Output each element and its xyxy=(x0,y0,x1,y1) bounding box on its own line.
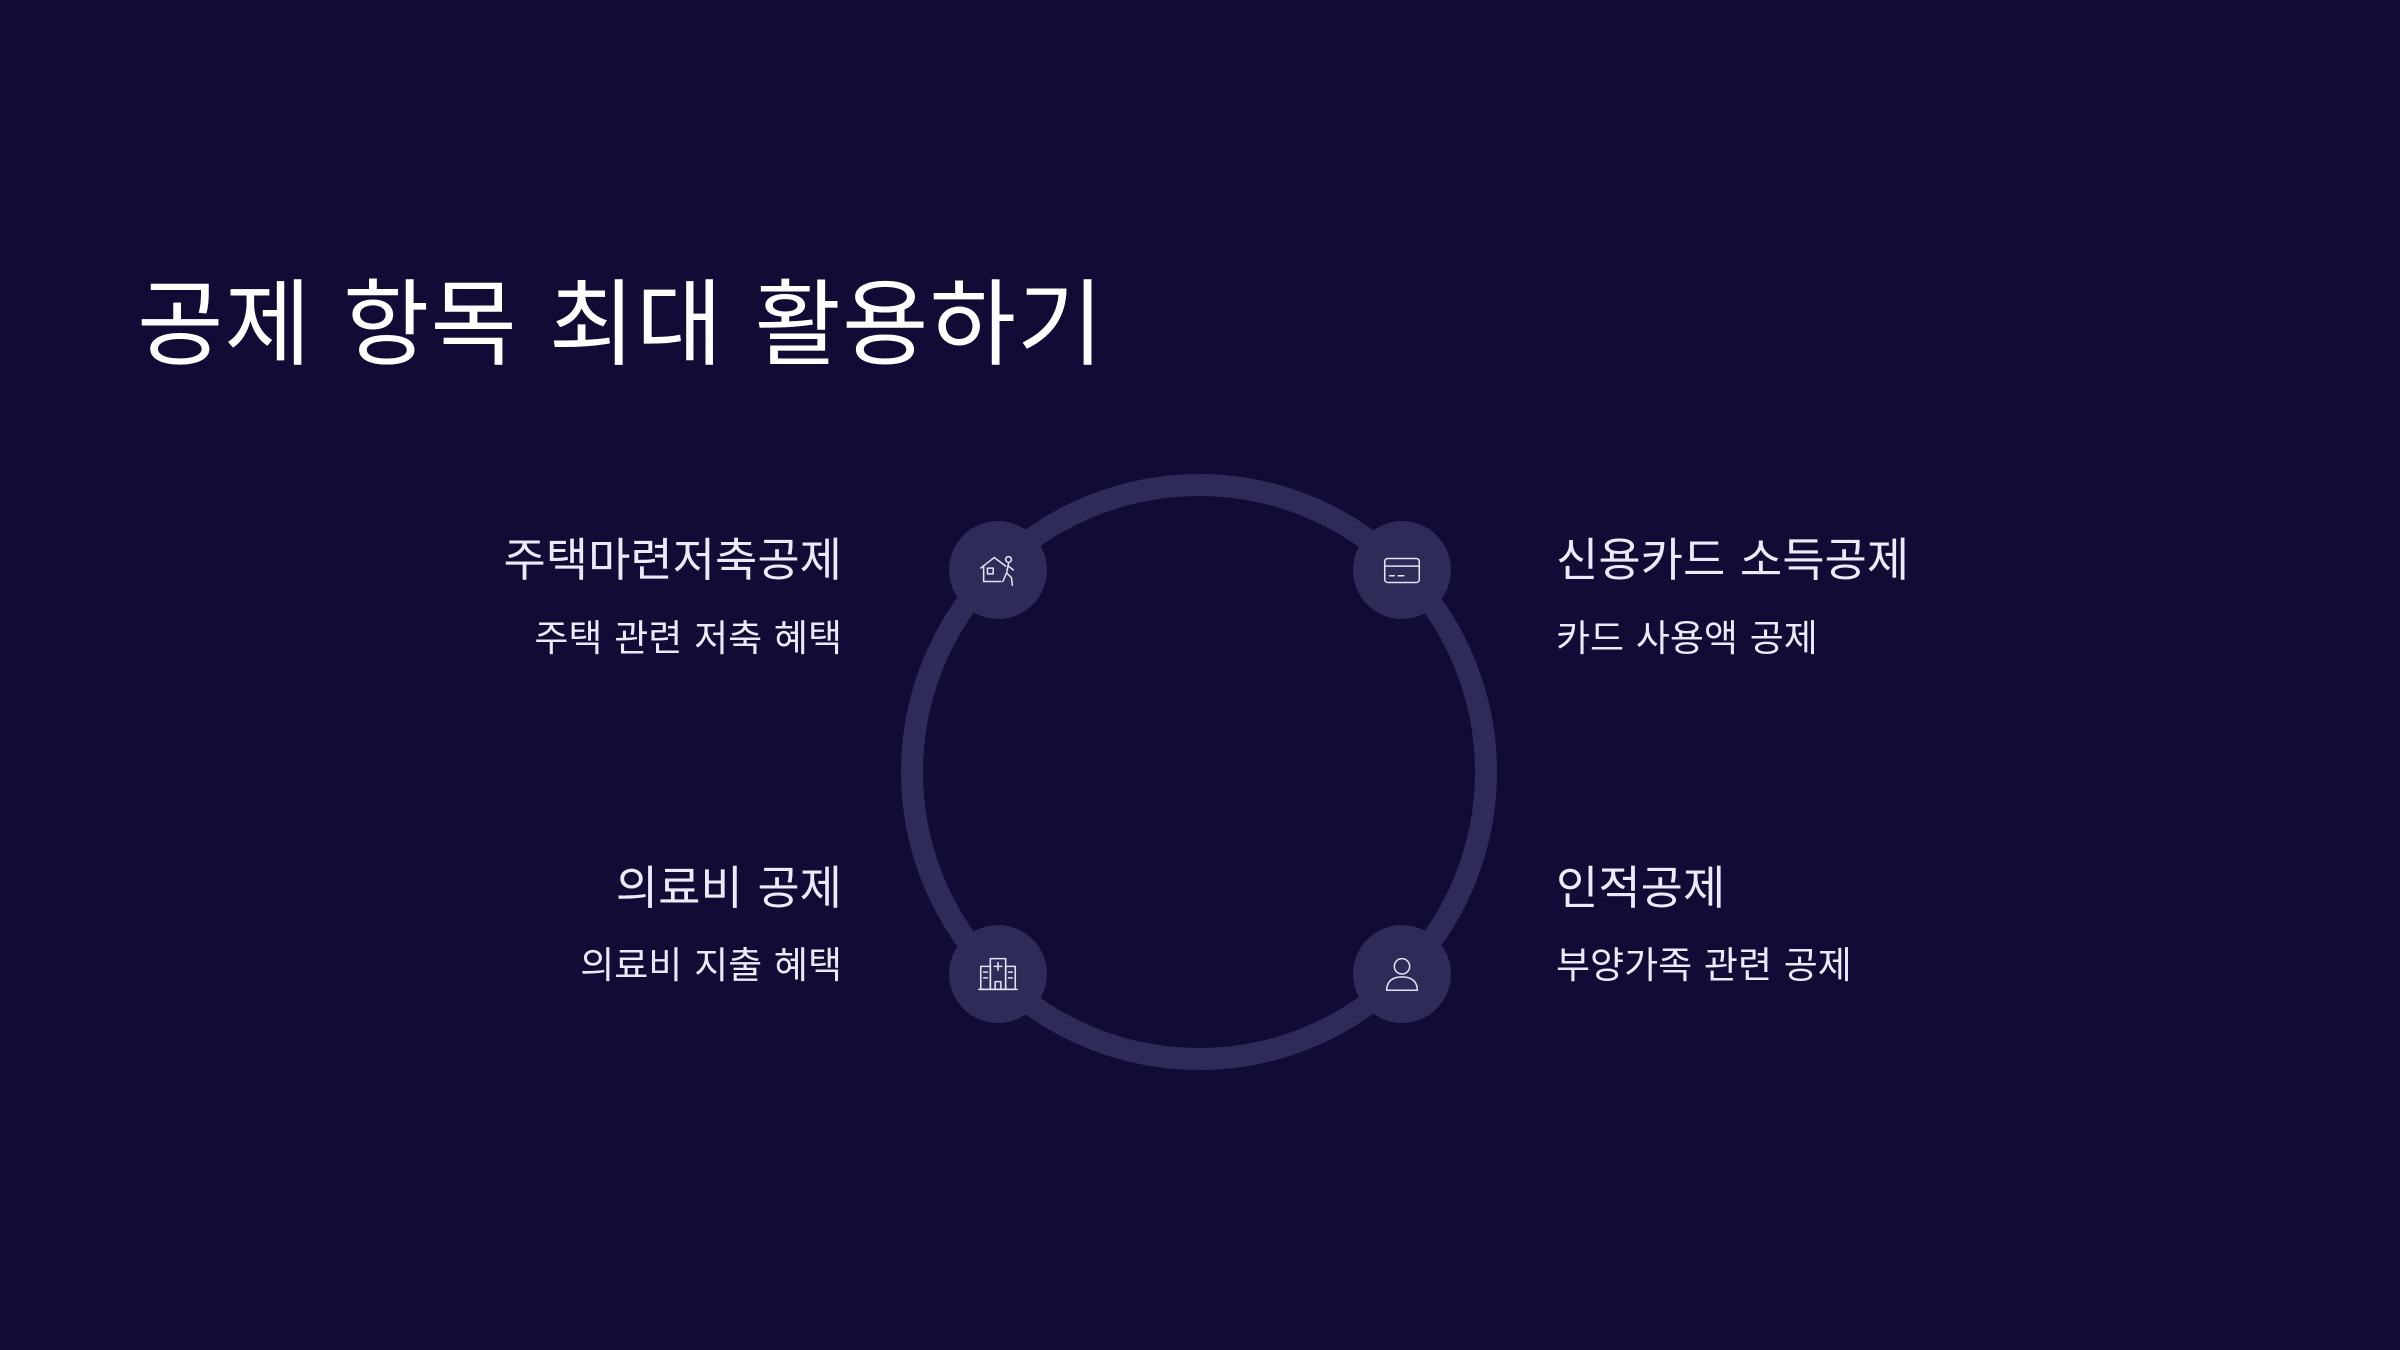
user-icon xyxy=(1353,925,1451,1023)
item-title-credit-card: 신용카드 소득공제 xyxy=(1556,533,1910,587)
item-title-medical: 의료비 공제 xyxy=(615,861,842,915)
item-title-housing: 주택마련저축공제 xyxy=(503,533,842,587)
item-desc-housing: 주택 관련 저축 혜택 xyxy=(534,617,842,660)
item-title-personal: 인적공제 xyxy=(1556,861,1726,915)
item-desc-medical: 의료비 지출 혜택 xyxy=(580,944,842,987)
credit-card-icon xyxy=(1353,521,1451,619)
hospital-icon xyxy=(949,925,1047,1023)
house-person-icon xyxy=(949,521,1047,619)
item-desc-personal: 부양가족 관련 공제 xyxy=(1556,944,1852,987)
slide-title: 공제 항목 최대 활용하기 xyxy=(137,271,1105,380)
item-desc-credit-card: 카드 사용액 공제 xyxy=(1556,617,1818,660)
